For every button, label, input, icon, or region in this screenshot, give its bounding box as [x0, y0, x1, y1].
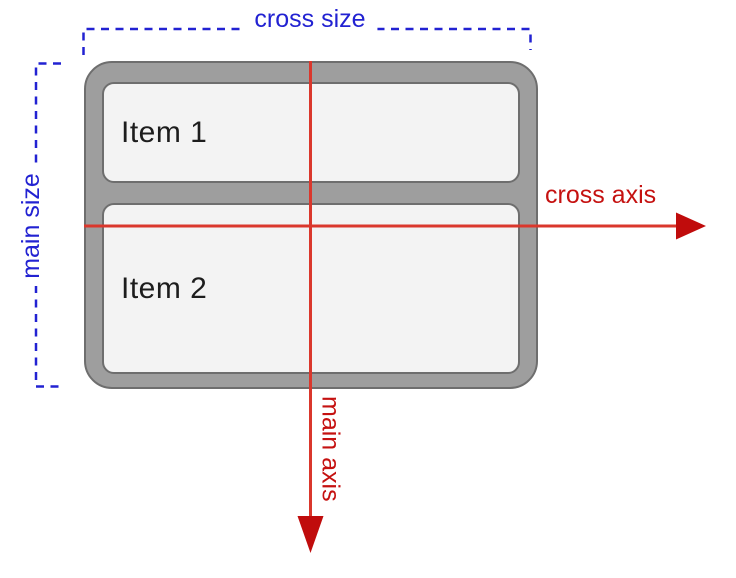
- main-axis-arrowhead-icon: [297, 516, 324, 553]
- flex-item-2: Item 2: [102, 203, 520, 374]
- flex-item-1: Item 1: [102, 82, 520, 183]
- main-size-label: main size: [17, 166, 46, 286]
- main-axis-label: main axis: [316, 396, 345, 502]
- flex-item-1-label: Item 1: [121, 115, 208, 149]
- cross-axis-arrowhead-icon: [676, 212, 706, 240]
- flex-item-2-label: Item 2: [121, 271, 208, 305]
- cross-size-label: cross size: [242, 5, 378, 34]
- cross-axis-label: cross axis: [545, 181, 657, 209]
- flex-container: Item 1 Item 2: [84, 61, 538, 389]
